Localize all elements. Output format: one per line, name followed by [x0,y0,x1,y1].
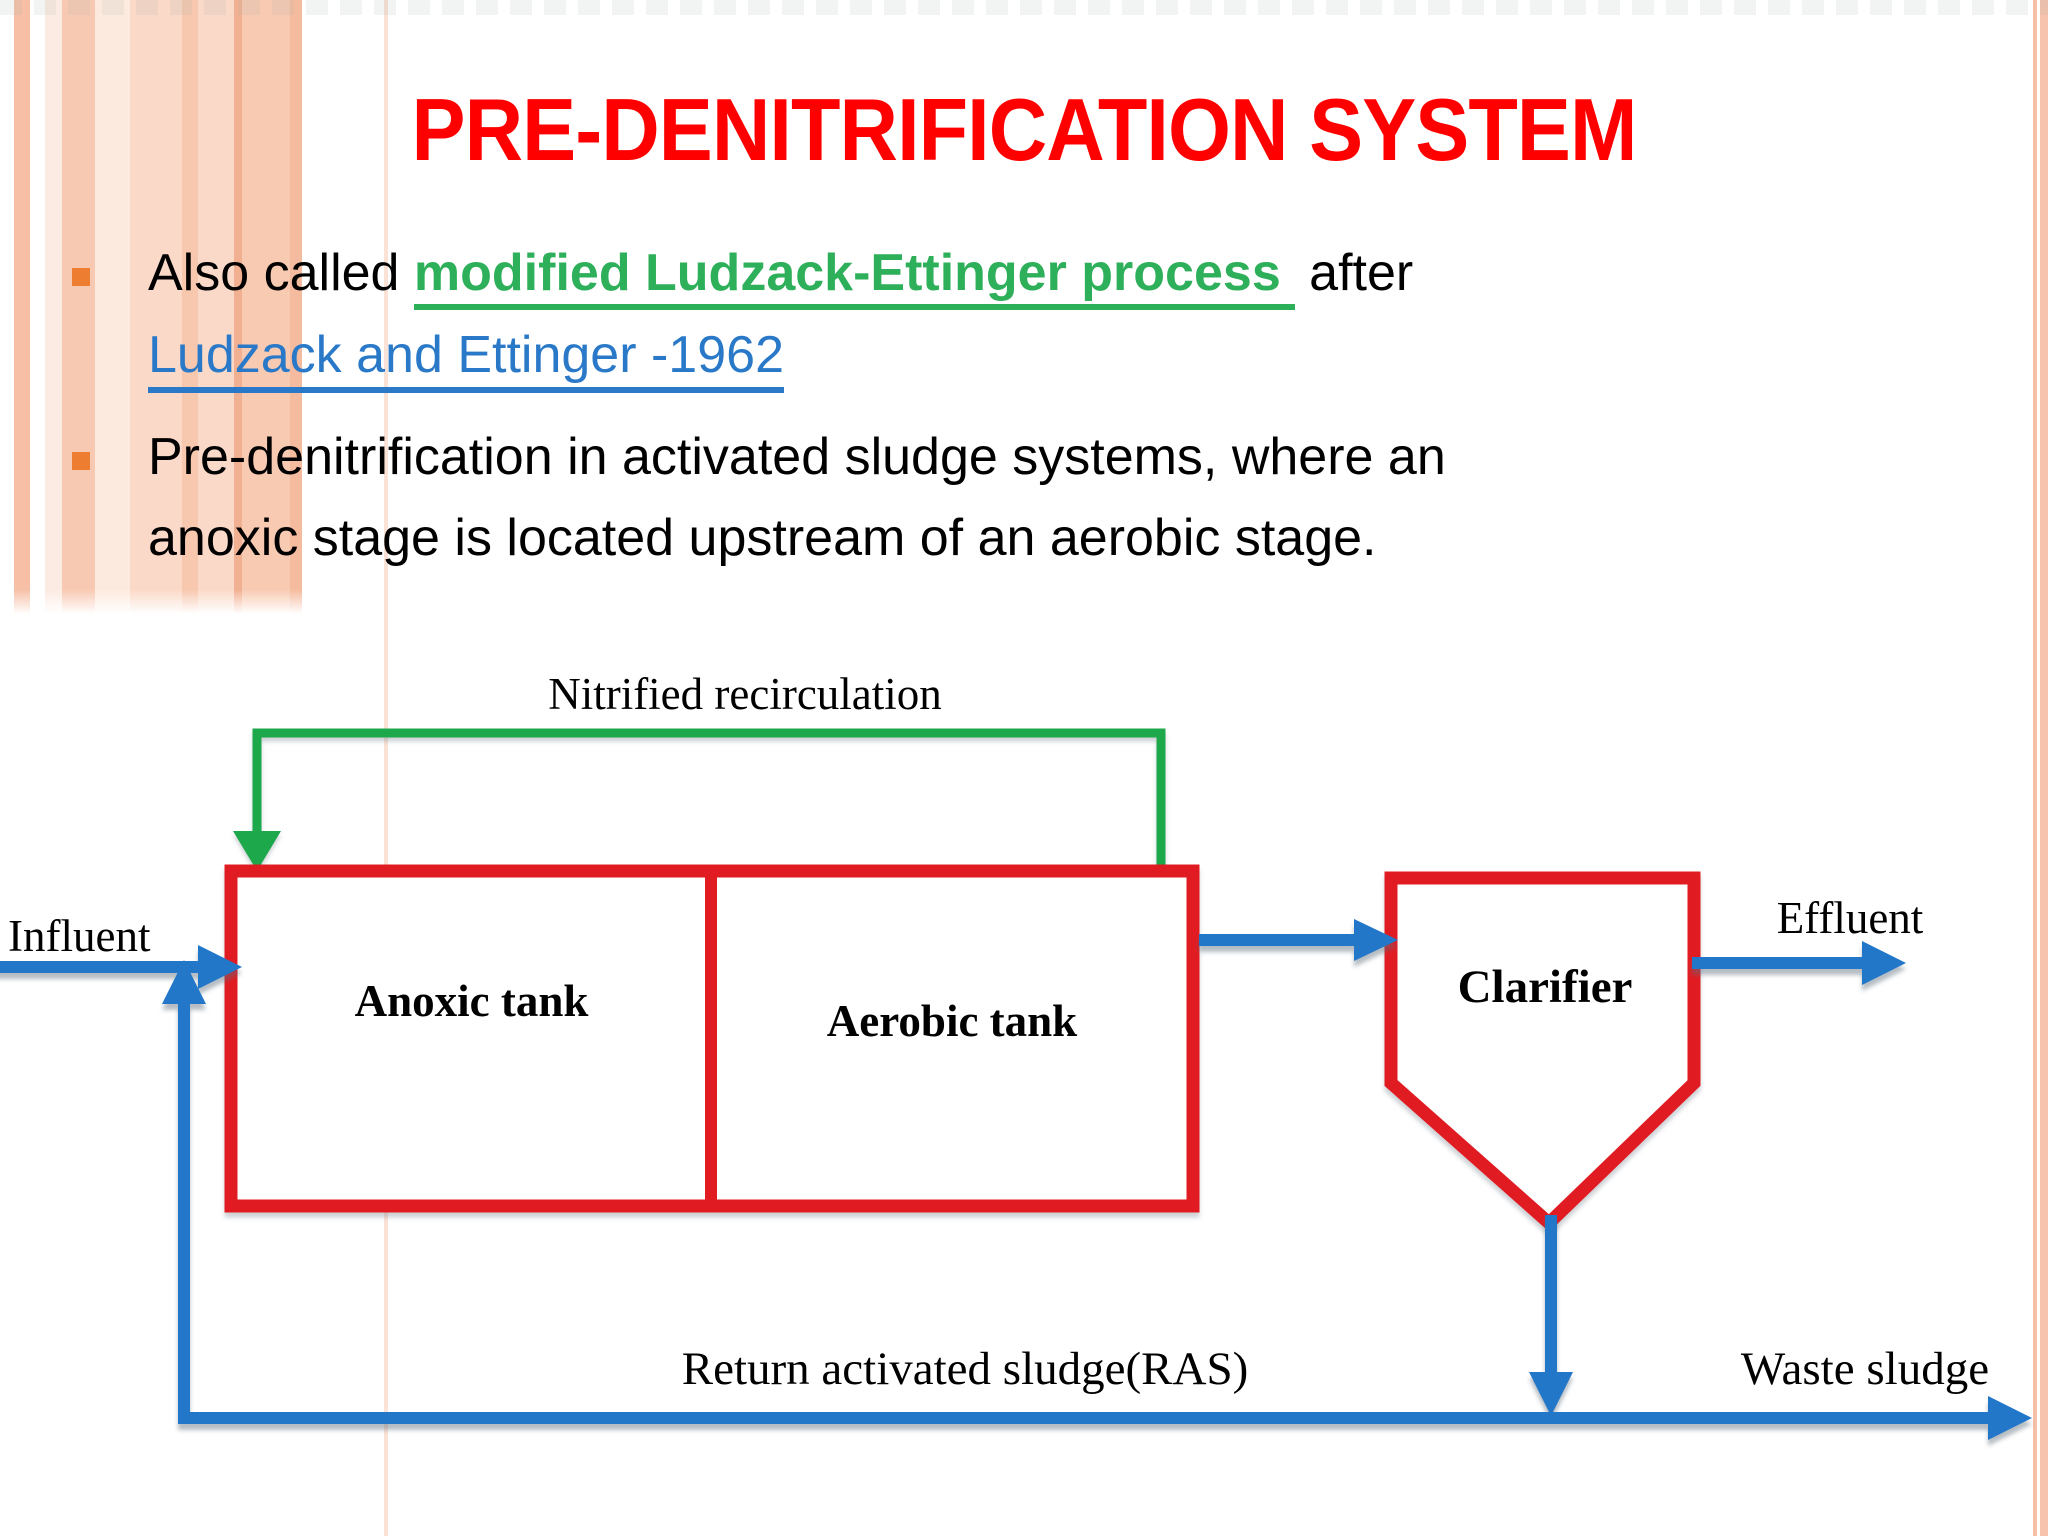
anoxic-tank-label: Anoxic tank [354,976,589,1026]
aerobic-tank-label: Aerobic tank [826,996,1078,1046]
ras-bottom-line-arrow [178,1396,2032,1440]
tank-outlet-arrowhead-icon [1354,919,1398,961]
bullet1-line1: Also called modified Ludzack-Ettinger pr… [148,238,1414,310]
right-stripe-decoration [2033,0,2048,1536]
influent-arrowhead-icon [198,945,242,989]
waste-sludge-label: Waste sludge [1740,1343,1990,1395]
recirculation-arrowhead-icon [233,831,281,871]
bullet1-text-suffix: after [1294,244,1414,302]
nitrified-recirculation-label: Nitrified recirculation [548,669,942,719]
bullet2-line2: anoxic stage is located upstream of an a… [148,509,1377,567]
bullet-marker [72,268,90,286]
bullet1-line2: Ludzack and Ettinger -1962 [148,320,784,393]
tank-box [224,864,1200,1213]
ludzack-ettinger-1962-link[interactable]: Ludzack and Ettinger -1962 [148,326,784,393]
slide-title: PRE-DENITRIFICATION SYSTEM [411,80,1637,179]
return-activated-sludge-label: Return activated sludge(RAS) [681,1343,1249,1395]
clarifier-shape [1384,871,1701,1232]
clarifier-underflow-arrow [1529,1215,1573,1416]
vertical-accent-line [384,0,388,1536]
effluent-label: Effluent [1776,893,1924,943]
bullet1-text-prefix: Also called [148,244,414,302]
left-stripe-decoration [0,0,302,614]
bullet-marker [72,452,90,470]
nitrified-recirculation-line [233,728,1166,871]
effluent-arrowhead-icon [1862,941,1906,985]
ras-up-arrowhead-icon [162,960,206,1004]
bullet2-line1: Pre-denitrification in activated sludge … [148,428,1446,486]
clarifier-label: Clarifier [1457,961,1633,1013]
modified-ludzack-ettinger-link[interactable]: modified Ludzack-Ettinger process [413,244,1295,310]
waste-sludge-arrowhead-icon [1988,1396,2032,1440]
tank-to-clarifier-arrow [1199,919,1398,961]
influent-arrow [0,945,242,989]
effluent-arrow [1692,941,1906,985]
top-texture-decoration [0,0,2048,15]
ras-return-up-arrow [162,960,206,1420]
influent-label: Influent [8,911,151,961]
clarifier-down-arrowhead-icon [1529,1372,1573,1416]
